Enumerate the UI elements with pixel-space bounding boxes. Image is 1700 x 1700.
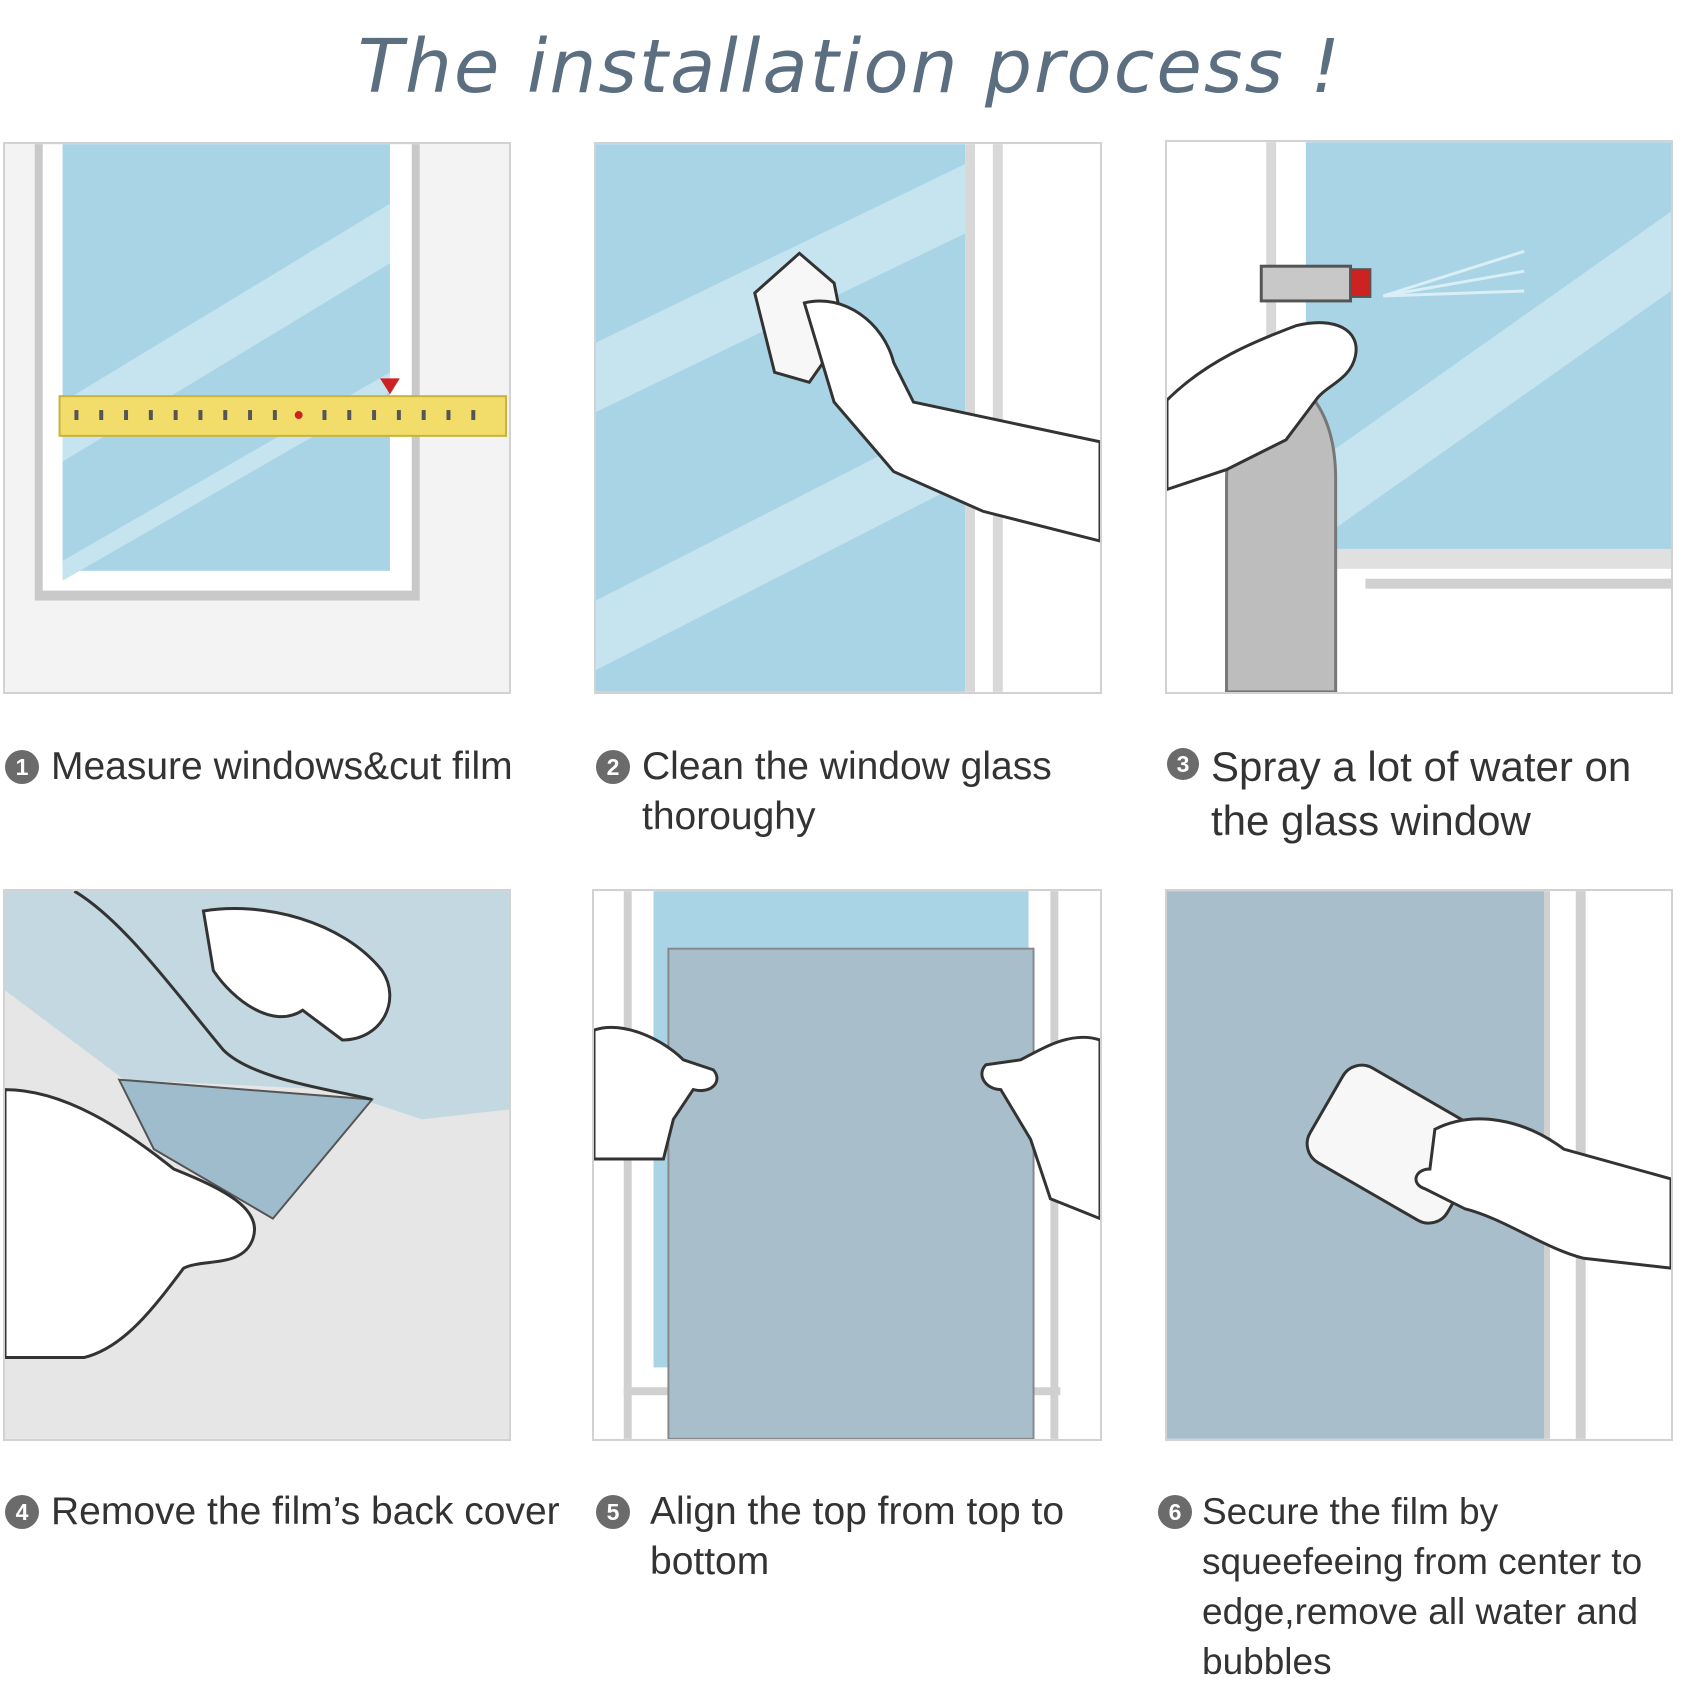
step-number-badge: 6 [1158, 1495, 1192, 1529]
step-text: Align the top from top to bottom [650, 1490, 1065, 1583]
step-number-badge: 2 [596, 750, 630, 784]
squeegee-illustration [1167, 891, 1671, 1439]
step-2-illustration [594, 142, 1102, 694]
step-number-badge: 4 [5, 1495, 39, 1529]
hand-icon [5, 1088, 256, 1359]
step-5-illustration [592, 889, 1102, 1441]
hand-icon [201, 907, 392, 1042]
marker-icon [380, 378, 400, 395]
step-text: Secure the film by squeefeeing from cent… [1202, 1491, 1643, 1682]
hand-icon [802, 299, 1100, 543]
hand-icon [1414, 1117, 1671, 1270]
spray-mist [1382, 249, 1525, 298]
hand-icon [980, 1035, 1100, 1221]
step-3-illustration [1165, 140, 1673, 694]
step-number-badge: 5 [596, 1495, 630, 1529]
remove-back-cover-illustration [5, 891, 509, 1439]
measure-window-illustration [34, 144, 508, 601]
hand-icon [1167, 321, 1358, 491]
align-film-illustration [594, 891, 1100, 1439]
clean-glass-illustration [596, 144, 1100, 692]
step-text: Spray a lot of water on the glass window [1211, 743, 1632, 844]
step-text: Measure windows&cut film [51, 745, 513, 788]
step-4-illustration [3, 889, 511, 1441]
hand-icon [594, 1025, 719, 1161]
step-number-badge: 3 [1167, 748, 1199, 780]
step-number-badge: 1 [5, 750, 39, 784]
step-1-illustration [3, 142, 511, 694]
step-text: Remove the film’s back cover [51, 1490, 560, 1533]
film-sheet [667, 947, 1035, 1439]
step-6-illustration [1165, 889, 1673, 1441]
tape-ticks [74, 410, 476, 420]
step-text: Clean the window glass thoroughy [642, 745, 1052, 838]
page-title: The installation process ! [357, 24, 1343, 110]
spray-water-illustration [1167, 142, 1671, 692]
